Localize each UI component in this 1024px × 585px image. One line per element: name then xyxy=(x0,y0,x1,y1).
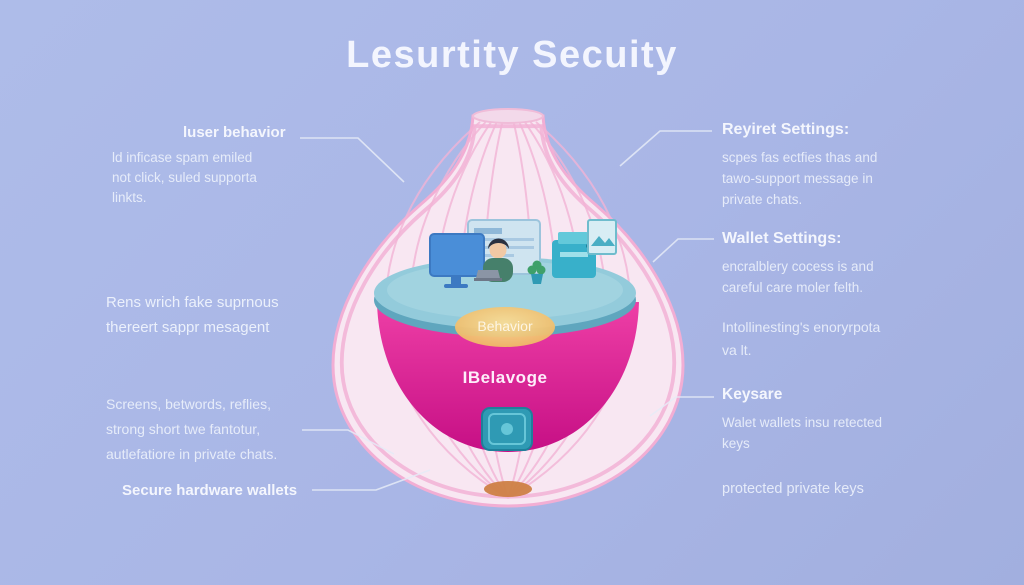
label-protected-keys: protected private keys xyxy=(722,481,864,497)
label-keys-body: Walet wallets insu retected keys xyxy=(722,415,883,451)
connector-right-2 xyxy=(652,238,714,263)
person-head xyxy=(489,241,507,259)
frame-icon xyxy=(587,219,617,255)
behavior-badge-label: Behavior xyxy=(477,318,533,334)
magenta-bowl xyxy=(377,302,639,452)
connector-right-1 xyxy=(619,130,712,167)
bowl-label: IBelavoge xyxy=(462,368,548,387)
person-hair xyxy=(488,238,509,249)
monitor-icon xyxy=(429,233,485,277)
onion-root xyxy=(484,481,532,497)
label-privacy-settings-body: scpes fas ectfies thas and tawo-support … xyxy=(722,150,878,207)
safe-icon xyxy=(481,407,533,451)
printer-icon xyxy=(552,240,596,278)
connector-lines xyxy=(300,130,714,491)
onion-stem-cap xyxy=(472,108,544,124)
label-keys-heading: Keysare xyxy=(722,386,783,403)
label-wallet-settings-heading: Wallet Settings: xyxy=(722,230,842,247)
connector-right-4 xyxy=(649,396,714,417)
connector-left-4 xyxy=(312,469,431,491)
page-title: Lesurtity Secuity xyxy=(346,34,678,76)
plant-pot-icon xyxy=(531,274,543,284)
label-encryption: Intollinesting's enoryrpota va lt. xyxy=(722,319,881,358)
label-wallet-settings-body: encralblery cocess is and careful care m… xyxy=(722,259,874,295)
label-hardware-wallets: Secure hardware wallets xyxy=(122,482,298,499)
label-fake-support: Rens wrich fake suprnous thereert sappr … xyxy=(106,294,279,336)
behavior-badge xyxy=(455,307,555,347)
label-privacy-settings-heading: Reyiret Settings: xyxy=(722,121,850,138)
laptop-icon xyxy=(476,270,500,278)
label-user-behavior-body: ld inficase spam emiled not click, suled… xyxy=(112,150,257,205)
connector-left-1 xyxy=(300,137,405,183)
label-user-behavior-heading: luser behavior xyxy=(183,124,286,141)
label-passwords: Screens, betwords, reflies, strong short… xyxy=(106,396,278,462)
connector-left-3 xyxy=(302,429,395,455)
workspace-illustration xyxy=(429,219,617,288)
